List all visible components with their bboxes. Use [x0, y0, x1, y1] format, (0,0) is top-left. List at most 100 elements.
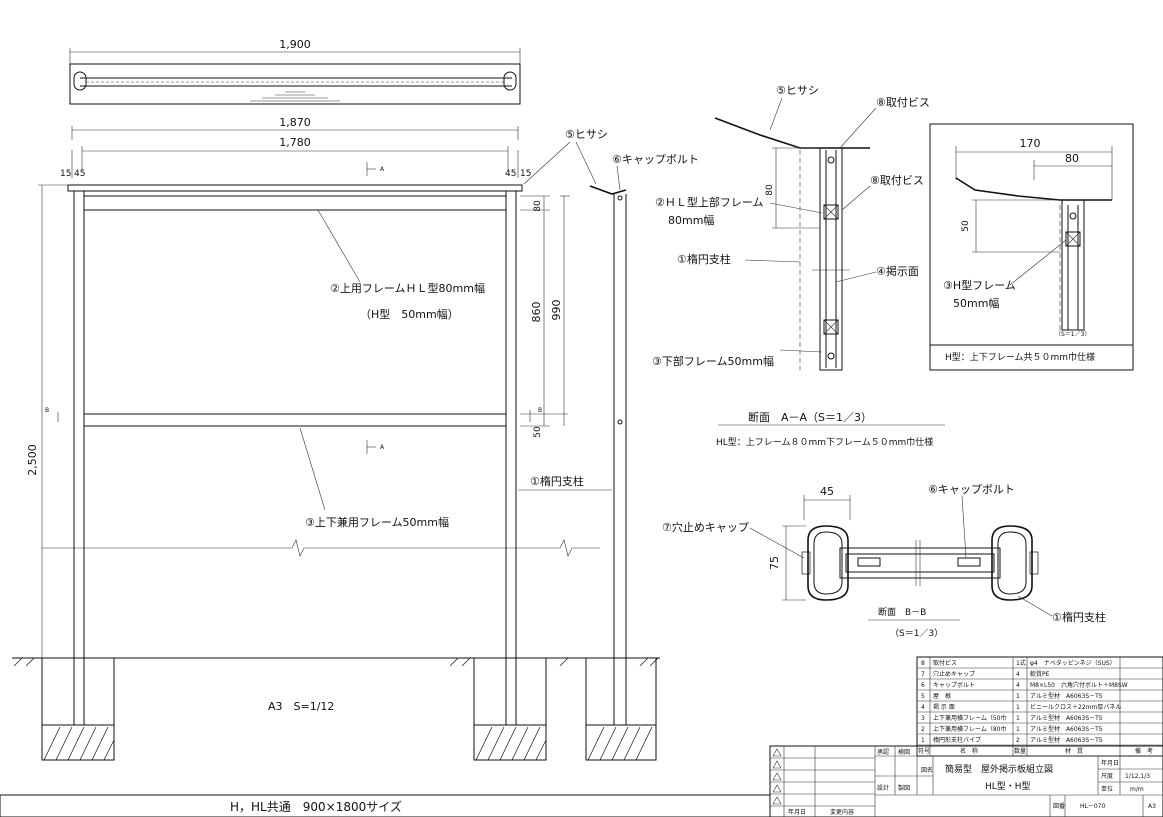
dim-15-left: 15	[60, 169, 71, 179]
section-aa: 80 ⑤ヒサシ ⑧取付ビス ⑧取付ビス ②ＨＬ型上部フレーム 80mm幅 ①楕円…	[652, 84, 945, 448]
parts-cell: M8×L50 六角穴付ボルト＋M8SW	[1030, 681, 1128, 689]
parts-header-material: 材 質	[1065, 747, 1083, 755]
det-dim-50: 50	[961, 220, 971, 232]
tb-approved: 承認	[877, 748, 889, 756]
ground-foundations: A3 S=1/12	[12, 657, 660, 761]
parts-cell: 上下兼用横フレーム（50巾	[933, 714, 1006, 722]
sec-aa-note: HL型：上フレーム８０mm下フレーム５０mm巾仕様	[716, 436, 933, 448]
sec-aa-title: 断面 A－A（S＝1／3）	[748, 410, 872, 424]
label-hl-upper-frame-1: ②ＨＬ型上部フレーム	[655, 195, 764, 209]
bb-dim-75: 75	[768, 556, 781, 570]
tb-unit-value: m/m	[1130, 786, 1144, 793]
label-hisashi-front: ⑤ヒサシ	[565, 128, 608, 141]
parts-header-qty: 数量	[1014, 747, 1026, 755]
tb-number-label: 図番	[1053, 803, 1065, 810]
label-h-type-note: （H型 50mm幅）	[360, 307, 459, 321]
tb-scale-value: 1/12,1/3	[1125, 773, 1150, 780]
parts-header-remarks: 備 考	[1135, 747, 1153, 755]
parts-cell: 5	[921, 693, 925, 700]
parts-cell: 穴止めキャップ	[933, 670, 975, 678]
dim-1900: 1,900	[279, 38, 311, 51]
parts-cell: 取付ビス	[933, 659, 957, 667]
parts-cell: 2	[921, 726, 925, 733]
tb-date-label: 年月日	[1101, 759, 1119, 767]
parts-cell: 4	[921, 704, 925, 711]
top-plan-view: 1,900	[69, 38, 521, 105]
parts-cell: アルミ型材 A6063S－T5	[1030, 736, 1103, 744]
parts-cell: 1	[1016, 726, 1020, 733]
parts-cell: 4	[1016, 682, 1020, 689]
parts-cell: 軟質PE	[1030, 670, 1050, 678]
parts-cell: 1	[921, 737, 925, 744]
label-hole-cap: ⑦穴止めキャップ	[662, 520, 749, 534]
label-upper-frame: ②上用フレームＨＬ型80mm幅	[330, 281, 485, 295]
revision-triangles	[772, 748, 782, 805]
parts-cell: 7	[921, 671, 925, 678]
label-post-bb: ①楕円支柱	[1052, 610, 1106, 624]
label-hl-upper-frame-2: 80mm幅	[668, 214, 714, 227]
label-board: ④掲示面	[876, 264, 919, 278]
tb-scale-label: 尺度	[1101, 772, 1113, 780]
tb-checked: 検図	[898, 748, 910, 756]
dim-50: 50	[533, 426, 543, 438]
tb-number-value: HL－070	[1080, 803, 1105, 810]
sec-bb-title: 断面 B－B	[878, 606, 926, 618]
detail-note: H型：上下フレーム共５０mm巾仕様	[945, 351, 1095, 363]
dim-80: 80	[533, 200, 543, 212]
dim-1780: 1,780	[279, 136, 311, 149]
tb-rev-content: 変更内容	[830, 808, 854, 816]
label-hisashi-sec: ⑤ヒサシ	[776, 84, 819, 97]
parts-cell: 8	[921, 660, 925, 667]
label-lower-frame-sec: ③下部フレーム50mm幅	[652, 354, 774, 368]
detail-h-type: 170 80 50 ③H型フレーム 50mm幅 （S＝1／3） H型：上下フレー…	[929, 123, 1134, 371]
label-h-frame-1: ③H型フレーム	[943, 278, 1016, 292]
sec-bb-scale: （S＝1／3）	[890, 628, 943, 639]
parts-cell: 掲 示 面	[933, 703, 955, 711]
parts-cell: 2	[1016, 737, 1020, 744]
tb-size-value: A3	[1148, 803, 1156, 810]
parts-cell: キャップボルト	[933, 681, 975, 689]
parts-cell: アルミ型材 A6063S－T5	[1030, 714, 1103, 722]
label-bis-top: ⑧取付ビス	[876, 96, 930, 109]
tb-rev-date: 年月日	[788, 808, 806, 816]
section-mark-b-right: B	[538, 407, 542, 414]
paper-scale: A3 S=1/12	[268, 700, 334, 713]
dim-45-left: 45	[74, 169, 85, 179]
det-dim-170: 170	[1020, 137, 1041, 150]
dim-15-right: 15	[520, 169, 531, 179]
tb-fig-label: 図名	[921, 766, 933, 774]
parts-cell: 楕円形支柱パイプ	[933, 736, 981, 744]
label-cap-bolt-bb: ⑥キャップボルト	[928, 483, 1015, 496]
parts-cell: 3	[921, 715, 925, 722]
tb-drawn: 設計	[877, 784, 889, 792]
label-h-frame-2: 50mm幅	[953, 297, 999, 310]
dim-990: 990	[550, 300, 563, 321]
parts-cell: 上下兼用横フレーム（80巾	[933, 725, 1006, 733]
bb-dim-45: 45	[820, 485, 834, 498]
parts-cell: 1	[1016, 693, 1020, 700]
tb-drawing-title: 簡易型 屋外掲示板組立図	[945, 763, 1053, 775]
parts-cell: 1	[1016, 704, 1020, 711]
parts-cell: 1式	[1016, 659, 1026, 667]
side-view: ⑥キャップボルト	[589, 153, 699, 725]
dim-2500: 2,500	[26, 444, 39, 476]
bottom-title: H，HL共通 900×1800サイズ	[230, 799, 402, 814]
sec-dim-80: 80	[765, 184, 775, 196]
tb-traced: 製図	[898, 784, 910, 792]
parts-cell: 屋 根	[933, 692, 951, 700]
parts-header-name: 名 称	[960, 747, 978, 755]
dim-1870: 1,870	[279, 116, 311, 129]
front-elevation: 1,870 1,780 15 45 45 15 A	[26, 116, 612, 725]
label-lower-frame: ③上下兼用フレーム50mm幅	[305, 516, 449, 529]
label-post-front: ①楕円支柱	[530, 474, 584, 488]
label-bis-mid: ⑧取付ビス	[870, 174, 924, 187]
title-block: 承認 検図 設計 製図 図名 簡易型 屋外掲示板組立図 HL型・H型 年月日 尺…	[769, 745, 1163, 817]
dim-860: 860	[530, 302, 543, 323]
parts-cell: ビニールクロス＋22mm厚パネル	[1030, 703, 1121, 711]
det-dim-80: 80	[1065, 152, 1079, 165]
detail-scale: （S＝1／3）	[1055, 331, 1090, 338]
section-mark-b-left: B	[45, 407, 49, 414]
